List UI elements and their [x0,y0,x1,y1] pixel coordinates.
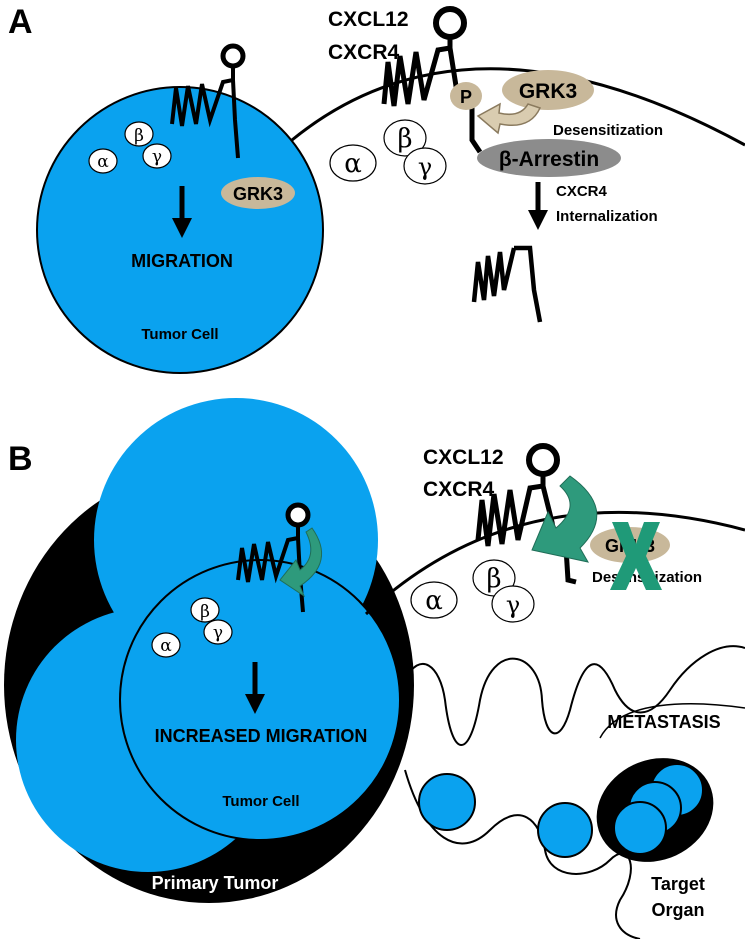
cxcr4-label-b: CXCR4 [423,478,495,501]
g-protein-small-b: β γ α [151,597,233,658]
membrane-arc-a [291,67,745,147]
vessel-wall-bottom [404,769,641,939]
g-protein-big-b: β γ α [410,559,535,623]
circulating-cell-2 [537,802,593,858]
g-protein-small-a: β γ α [88,121,172,174]
beta-arrestin-label: β-Arrestin [499,148,599,171]
internalization-label-2: Internalization [556,208,658,225]
tumor-cell-label-a: Tumor Cell [141,326,218,343]
metastatic-cell-3 [613,801,667,855]
cxcr4-label-a: CXCR4 [328,41,400,64]
panel-a: A β γ α GRK3 MIGRATION Tumor Cell CXCL12 [8,3,745,374]
internalized-receptor [471,245,543,323]
receptor-small-a [170,43,246,159]
g-gamma-big: γ [418,153,432,181]
grk3-cell-a [221,177,295,209]
target-organ-label-2: Organ [651,900,704,920]
panel-b: B Primary Tumor β γ α INCREASED MIGRATIO… [4,398,745,939]
g-gamma-small: γ [152,147,162,167]
cxcl12-label-b: CXCL12 [423,446,504,469]
g-beta-small-b: β [200,602,210,622]
membrane-arc-b [364,510,745,616]
g-alpha-big-b: α [425,586,443,616]
receptor-big-b [475,443,577,585]
grk3-membrane-a [502,70,594,110]
grk3-cell-a-label: GRK3 [233,184,283,204]
desensitization-label-a: Desensitization [553,122,663,139]
phosphorylation-arrow [476,102,542,135]
cxcl12-label-a: CXCL12 [328,8,409,31]
primary-tumor-label: Primary Tumor [152,873,279,893]
target-organ-label-1: Target [651,874,705,894]
panel-b-letter: B [8,440,33,478]
panel-a-letter: A [8,3,33,41]
metastasis-label: METASTASIS [607,712,720,732]
circulating-cell-1 [418,773,476,831]
teal-arrow-big-b [531,475,598,563]
migration-label-a: MIGRATION [131,251,233,271]
migration-label-b: INCREASED MIGRATION [155,726,368,746]
vessel-wall-top [404,645,745,746]
g-beta-big: β [397,124,412,154]
tumor-cell-label-b: Tumor Cell [222,793,299,810]
phospho-label: P [460,87,472,107]
grk3-membrane-a-label: GRK3 [519,80,577,103]
g-protein-big-a: β γ α [329,119,447,185]
g-beta-small: β [134,126,144,146]
g-alpha-small-b: α [160,636,172,656]
g-alpha-small: α [97,152,109,172]
g-gamma-small-b: γ [213,623,223,643]
internalization-label-1: CXCR4 [556,183,608,200]
teal-arrow-small-b [279,527,322,598]
blocked-x-mark [610,522,662,590]
g-beta-big-b: β [486,564,501,594]
g-gamma-big-b: γ [506,591,520,619]
organ-boundary [599,703,745,739]
beta-arrestin [477,139,621,177]
g-alpha-big: α [344,149,362,179]
phospho-badge [450,82,482,110]
